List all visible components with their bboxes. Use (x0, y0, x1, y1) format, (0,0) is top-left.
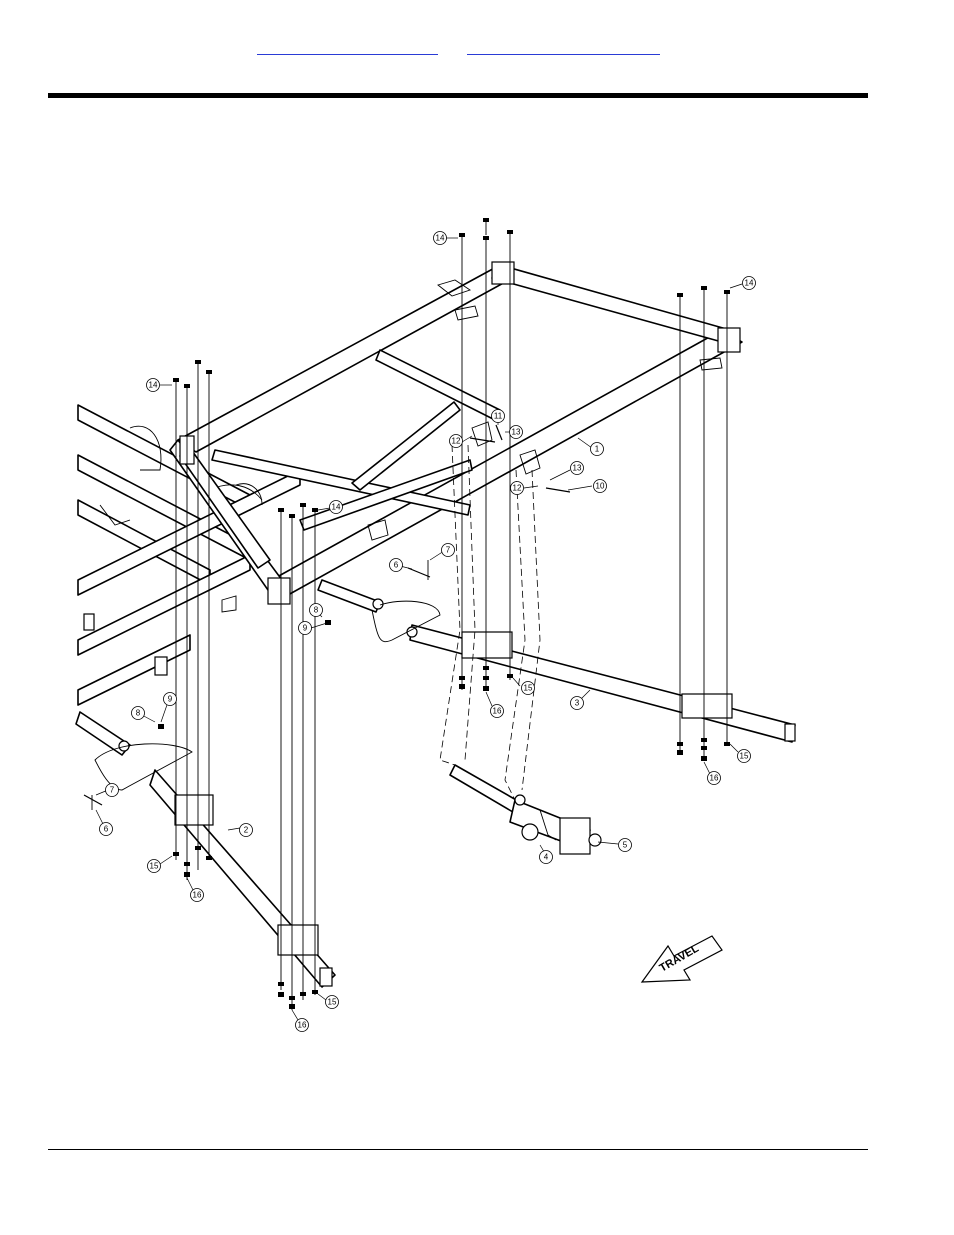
callout-16: 16 (296, 1019, 309, 1032)
svg-text:12: 12 (513, 484, 522, 493)
svg-text:8: 8 (136, 709, 141, 718)
callout-8: 8 (132, 707, 145, 720)
footer-rule (48, 1149, 868, 1150)
svg-text:16: 16 (710, 774, 719, 783)
callout-14: 14 (147, 379, 160, 392)
callout-1: 1 (591, 443, 604, 456)
callout-3: 3 (571, 697, 584, 710)
svg-text:16: 16 (193, 891, 202, 900)
callout-14: 14 (434, 232, 447, 245)
svg-text:10: 10 (596, 482, 605, 491)
callout-10: 10 (594, 480, 607, 493)
nuts-washers (158, 620, 730, 1009)
svg-text:11: 11 (494, 412, 503, 421)
front-lower-beam (407, 625, 795, 742)
svg-text:15: 15 (150, 862, 159, 871)
callout-14: 14 (743, 277, 756, 290)
svg-text:4: 4 (544, 853, 549, 862)
callout-9: 9 (299, 622, 312, 635)
svg-text:1: 1 (595, 445, 600, 454)
svg-text:14: 14 (332, 503, 341, 512)
callout-15: 15 (148, 860, 161, 873)
diagonal-arm (150, 770, 335, 987)
callout-15: 15 (522, 682, 535, 695)
left-short-arm (76, 712, 192, 790)
callout-6: 6 (390, 559, 403, 572)
svg-text:15: 15 (328, 998, 337, 1007)
svg-text:13: 13 (512, 428, 521, 437)
svg-text:9: 9 (303, 624, 308, 633)
callout-12: 12 (511, 482, 524, 495)
callout-6: 6 (100, 823, 113, 836)
callout-7: 7 (442, 544, 455, 557)
svg-text:9: 9 (168, 695, 173, 704)
svg-text:14: 14 (436, 234, 445, 243)
callout-14: 14 (330, 501, 343, 514)
svg-text:13: 13 (573, 464, 582, 473)
travel-arrow: TRAVEL (642, 936, 722, 982)
svg-text:6: 6 (394, 561, 399, 570)
callout-16: 16 (191, 889, 204, 902)
svg-text:16: 16 (298, 1021, 307, 1030)
svg-text:7: 7 (110, 786, 115, 795)
callout-15: 15 (738, 750, 751, 763)
svg-text:2: 2 (244, 826, 249, 835)
svg-text:12: 12 (452, 437, 461, 446)
callout-5: 5 (619, 839, 632, 852)
callout-9: 9 (164, 693, 177, 706)
svg-text:5: 5 (623, 841, 628, 850)
svg-text:15: 15 (524, 684, 533, 693)
callout-8: 8 (310, 604, 323, 617)
callout-16: 16 (708, 772, 721, 785)
svg-text:6: 6 (104, 825, 109, 834)
svg-text:16: 16 (493, 707, 502, 716)
callout-7: 7 (106, 784, 119, 797)
callout-4: 4 (540, 851, 553, 864)
callout-11: 11 (492, 410, 505, 423)
svg-text:14: 14 (745, 279, 754, 288)
hitch-assembly (450, 765, 601, 854)
svg-text:14: 14 (149, 381, 158, 390)
callout-13: 13 (510, 426, 523, 439)
callout-15: 15 (326, 996, 339, 1009)
callout-2: 2 (240, 824, 253, 837)
svg-text:8: 8 (314, 606, 319, 615)
svg-text:3: 3 (575, 699, 580, 708)
svg-text:7: 7 (446, 546, 451, 555)
callout-16: 16 (491, 705, 504, 718)
callout-13: 13 (571, 462, 584, 475)
callout-12: 12 (450, 435, 463, 448)
svg-text:15: 15 (740, 752, 749, 761)
